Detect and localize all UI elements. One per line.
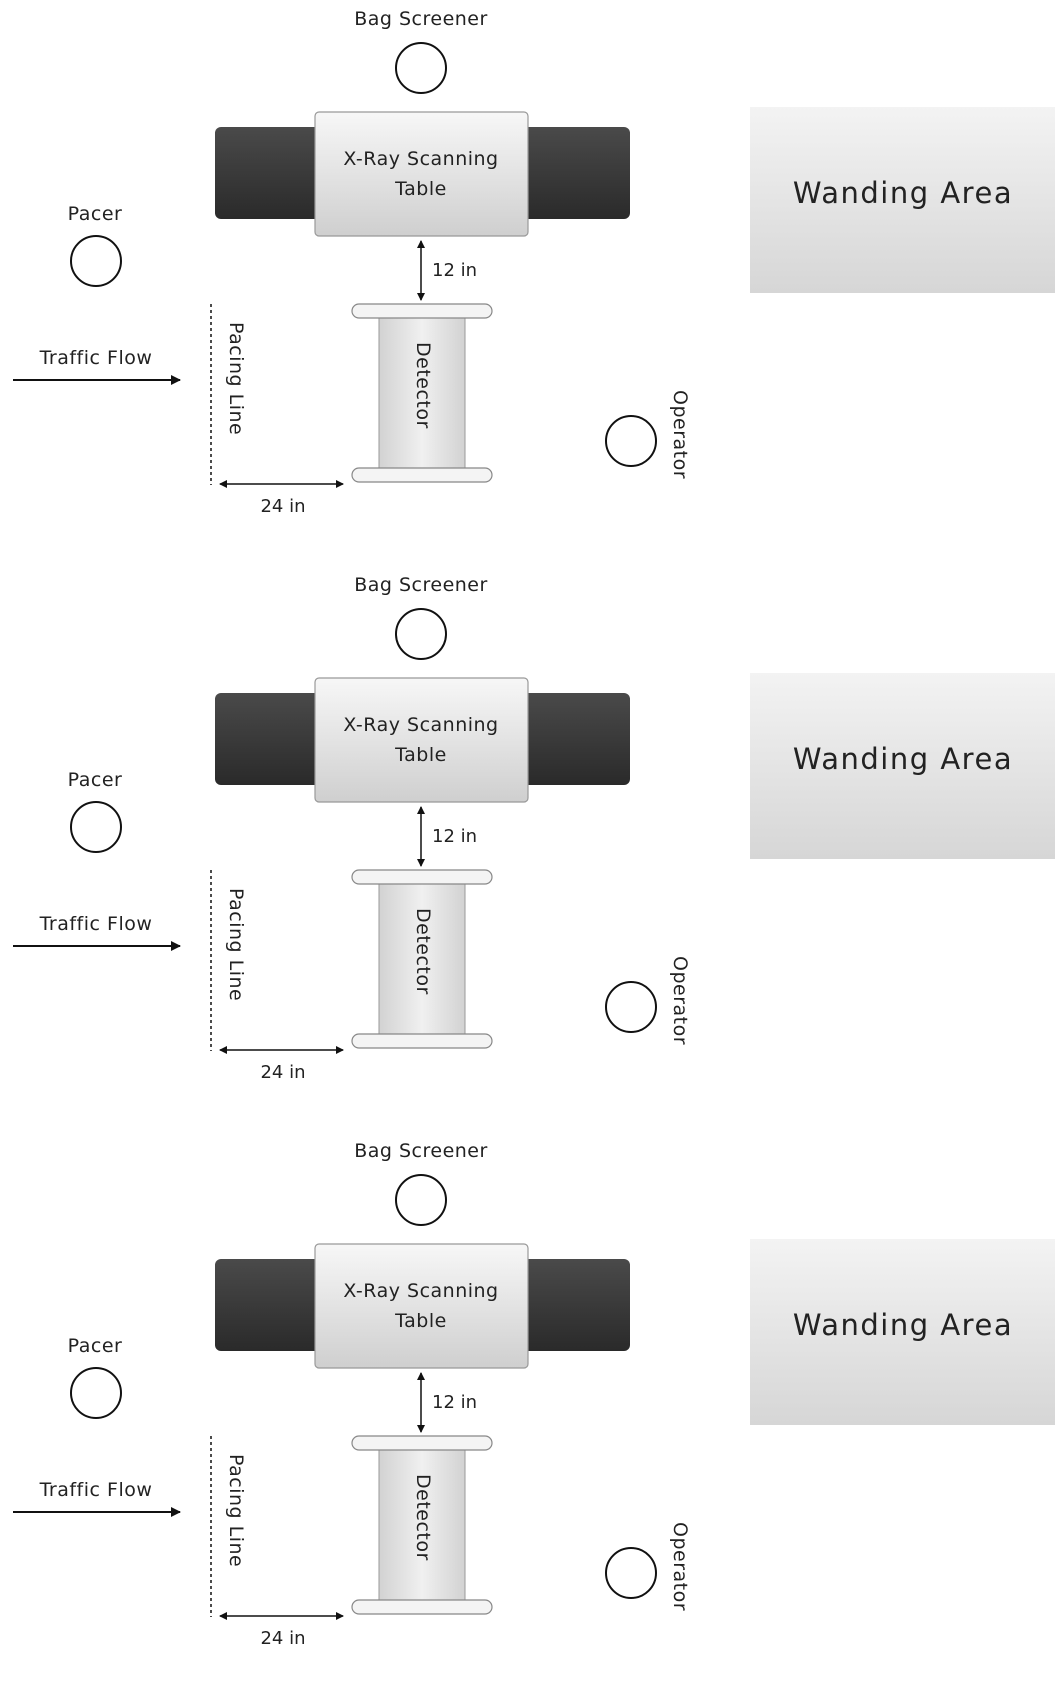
detector-label: Detector xyxy=(412,908,434,995)
wanding-area-label: Wanding Area xyxy=(792,176,1014,210)
pacer-circle xyxy=(70,1367,122,1419)
detector-label: Detector xyxy=(412,342,434,429)
operator-label: Operator xyxy=(669,390,691,480)
operator-label: Operator xyxy=(669,956,691,1046)
wanding-area-box xyxy=(750,673,1055,859)
pacer-label: Pacer xyxy=(67,203,123,225)
xray-table-label-line1: X-Ray Scanning xyxy=(343,714,499,736)
detector-body xyxy=(378,313,466,471)
detector-bottom-bar xyxy=(351,1033,493,1049)
detector-body xyxy=(378,1445,466,1603)
wanding-area-box xyxy=(750,1239,1055,1425)
detector-top-bar xyxy=(351,303,493,319)
pacer-circle xyxy=(70,801,122,853)
operator-circle xyxy=(605,981,657,1033)
operator-label: Operator xyxy=(669,1522,691,1612)
distance-label-12in: 12 in xyxy=(432,1392,478,1413)
distance-label-24in: 24 in xyxy=(260,1628,306,1649)
bag-screener-label: Bag Screener xyxy=(354,8,488,30)
bag-screener-label: Bag Screener xyxy=(354,574,488,596)
checkpoint-lane-1: Bag Screener X-Ray Scanning Table Wandin… xyxy=(0,0,1055,560)
operator-circle xyxy=(605,415,657,467)
detector-label: Detector xyxy=(412,1474,434,1561)
xray-table-label-line2: Table xyxy=(395,1310,447,1332)
pacer-label: Pacer xyxy=(67,1335,123,1357)
bag-screener-circle xyxy=(395,42,447,94)
operator-circle xyxy=(605,1547,657,1599)
detector-top-bar xyxy=(351,1435,493,1451)
xray-table-label-line1: X-Ray Scanning xyxy=(343,148,499,170)
xray-table-label-line1: X-Ray Scanning xyxy=(343,1280,499,1302)
wanding-area-box xyxy=(750,107,1055,293)
traffic-flow-label: Traffic Flow xyxy=(39,1479,153,1501)
pacing-line-label: Pacing Line xyxy=(225,888,247,1002)
distance-label-24in: 24 in xyxy=(260,1062,306,1083)
detector-bottom-bar xyxy=(351,1599,493,1615)
xray-table-label-line2: Table xyxy=(395,744,447,766)
bag-screener-circle xyxy=(395,1174,447,1226)
bag-screener-label: Bag Screener xyxy=(354,1140,488,1162)
detector-top-bar xyxy=(351,869,493,885)
pacer-label: Pacer xyxy=(67,769,123,791)
wanding-area-label: Wanding Area xyxy=(792,1308,1014,1342)
detector-bottom-bar xyxy=(351,467,493,483)
xray-table-box xyxy=(314,111,529,237)
checkpoint-lane-2: Bag Screener X-Ray Scanning Table Wandin… xyxy=(0,566,1055,1126)
xray-table-label-line2: Table xyxy=(395,178,447,200)
bag-screener-circle xyxy=(395,608,447,660)
traffic-flow-label: Traffic Flow xyxy=(39,347,153,369)
traffic-flow-label: Traffic Flow xyxy=(39,913,153,935)
lane-3-graphics xyxy=(13,1174,1055,1620)
wanding-area-label: Wanding Area xyxy=(792,742,1014,776)
lane-2-graphics xyxy=(13,608,1055,1054)
pacing-line-label: Pacing Line xyxy=(225,1454,247,1568)
pacer-circle xyxy=(70,235,122,287)
xray-table-box xyxy=(314,1243,529,1369)
pacing-line-label: Pacing Line xyxy=(225,322,247,436)
checkpoint-lane-3: Bag Screener X-Ray Scanning Table Wandin… xyxy=(0,1132,1055,1692)
xray-table-box xyxy=(314,677,529,803)
distance-label-12in: 12 in xyxy=(432,260,478,281)
distance-label-12in: 12 in xyxy=(432,826,478,847)
lane-1-graphics xyxy=(13,42,1055,488)
distance-label-24in: 24 in xyxy=(260,496,306,517)
